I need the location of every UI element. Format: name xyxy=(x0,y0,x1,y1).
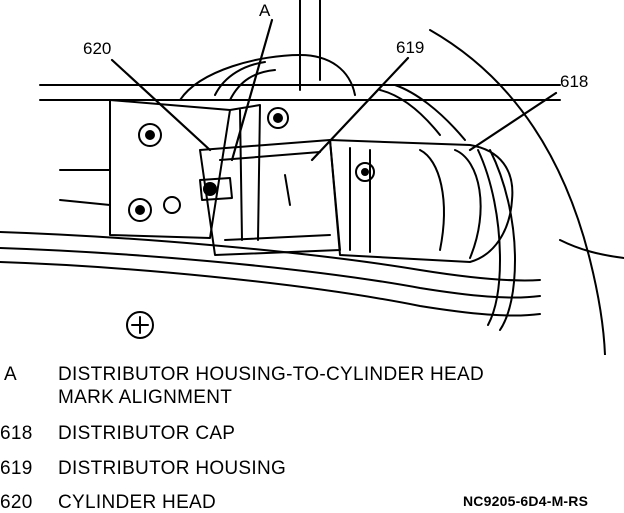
vertical-hose xyxy=(299,0,321,91)
distributor-clamp xyxy=(199,177,233,201)
fender-arc xyxy=(429,29,606,356)
legend-key: A xyxy=(4,364,17,385)
alignment-mark-tab xyxy=(229,104,261,241)
legend-text: MARK ALIGNMENT xyxy=(58,387,233,408)
leader-619 xyxy=(310,56,410,162)
legend: A DISTRIBUTOR HOUSING-TO-CYLINDER HEAD M… xyxy=(0,360,624,512)
callout-618: 618 xyxy=(560,72,589,91)
leader-620 xyxy=(110,58,212,152)
hose-loop xyxy=(179,54,356,101)
leader-618 xyxy=(468,91,558,152)
housing-slot xyxy=(284,174,291,206)
legend-key: 618 xyxy=(0,423,33,444)
legend-text: DISTRIBUTOR HOUSING-TO-CYLINDER HEAD xyxy=(58,364,485,385)
cap-wire xyxy=(379,89,441,136)
leader-a xyxy=(230,18,274,162)
distributor-cap-body xyxy=(329,139,514,263)
hold-down-bolt xyxy=(267,107,289,129)
figure-code: NC9205-6D4-M-RS xyxy=(463,493,589,509)
callout-620: 620 xyxy=(83,39,112,58)
legend-text: DISTRIBUTOR CAP xyxy=(58,423,236,444)
cylinder-head-block xyxy=(109,99,231,239)
distributor-illustration: A 620 619 618 xyxy=(0,0,624,356)
lower-harness-line-2 xyxy=(0,247,541,299)
callout-a: A xyxy=(259,1,271,20)
callout-619: 619 xyxy=(396,38,425,57)
cap-screw xyxy=(355,162,375,182)
cylinder-head-bolt-1 xyxy=(138,123,162,147)
legend-key: 620 xyxy=(0,492,33,513)
lower-bolt xyxy=(126,311,154,339)
cylinder-head-edge xyxy=(59,169,111,206)
lower-harness-line-1 xyxy=(0,231,541,282)
lower-harness-line-3 xyxy=(0,261,541,317)
legend-text: DISTRIBUTOR HOUSING xyxy=(58,458,287,479)
legend-key: 619 xyxy=(0,458,33,479)
cap-lead-wire xyxy=(489,149,516,331)
engine-line-drawing xyxy=(0,0,624,356)
cylinder-head-bolt-2 xyxy=(128,198,152,222)
cylinder-head-nut xyxy=(163,196,181,214)
legend-text: CYLINDER HEAD xyxy=(58,492,217,513)
